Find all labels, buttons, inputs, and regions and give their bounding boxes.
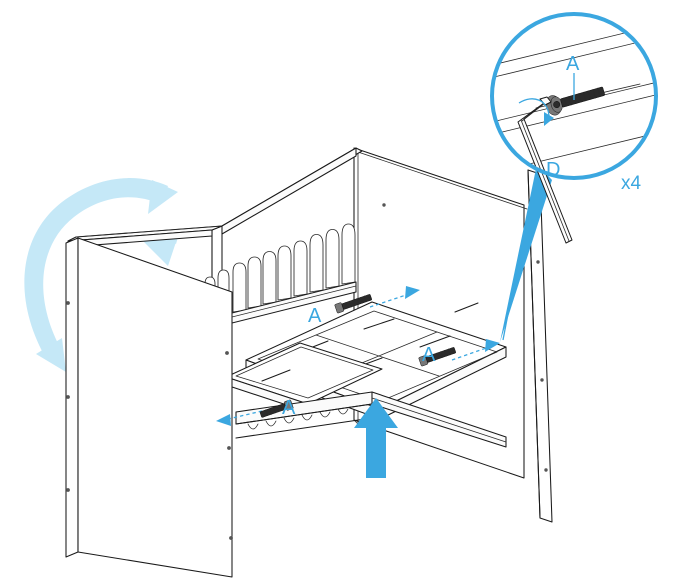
bolt-assembly-base-mid: A — [418, 339, 500, 367]
top-rail — [67, 225, 223, 248]
turn-direction-arrow-icon — [518, 98, 554, 126]
detail-bolt-label: A — [566, 53, 580, 75]
detail-pointer-wedge-icon — [500, 164, 552, 342]
bolt-label-rail-back: A — [308, 305, 322, 327]
upper-back-rail — [221, 147, 363, 235]
hex-bolt-icon — [545, 86, 605, 116]
slat-end-loops — [247, 408, 349, 430]
quantity-label: x4 — [621, 173, 642, 194]
hex-bolt-icon — [334, 294, 372, 314]
left-side-panel — [65, 237, 233, 578]
lower-slat-ends — [235, 391, 373, 439]
rotate-arrow-icon — [24, 178, 178, 372]
hex-bolt-icon — [418, 347, 456, 367]
hex-bolt-icon — [259, 399, 294, 418]
bolt-label-base-near: A — [282, 397, 296, 419]
up-arrow-icon — [354, 398, 398, 478]
bolt-assembly-base-near: A — [216, 397, 296, 426]
bolt-assembly-rail-back: A — [308, 286, 420, 327]
allen-key-icon — [517, 96, 573, 244]
front-bottom-rail — [371, 391, 507, 448]
bolt-label-base-mid: A — [422, 344, 436, 366]
